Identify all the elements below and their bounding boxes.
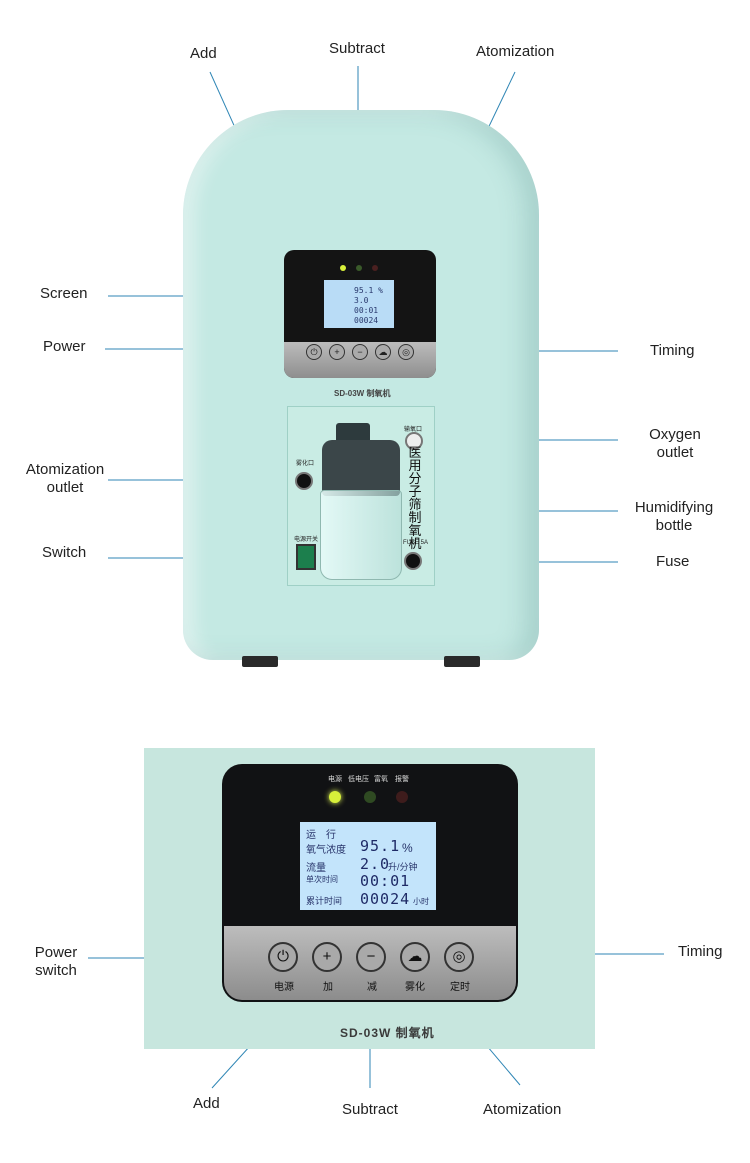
fuse[interactable] [404, 552, 422, 570]
atomize-port-label: 雾化口 [296, 461, 315, 467]
humidifier-cap [322, 440, 400, 496]
label-add: Add [190, 45, 217, 62]
label-atomization-outlet: Atomization outlet [25, 461, 105, 496]
add-button-label: 加 [323, 982, 333, 993]
lcd-status: 运 行 [306, 830, 336, 841]
power-switch[interactable] [296, 544, 316, 570]
lcd-total-time-label: 累计时间 [306, 896, 343, 906]
lcd-flow-unit: 升/分钟 [388, 862, 418, 872]
lcd-small-single-time: 00:01 [354, 306, 379, 315]
subtract-button-small[interactable]: − [352, 344, 368, 360]
add-button-small[interactable]: + [329, 344, 345, 360]
screen-small: 95.1 % 3.0 00:01 00024 [324, 280, 394, 328]
label-atomization: Atomization [476, 43, 555, 60]
oxygen-outlet[interactable] [405, 432, 423, 450]
control-panel-large: 电源 低电压 富氧 报警 运 行 氧气浓度 95.1 % 流量 2.0 升/分钟… [222, 764, 518, 1002]
subtract-button-label: 减 [367, 982, 377, 993]
power-led [340, 265, 346, 271]
timing-button[interactable]: ◎ [444, 942, 474, 972]
lcd-small-total-time: 00024 [354, 316, 379, 325]
label-subtract: Subtract [329, 40, 385, 57]
indicator-power-label: 电源 [328, 776, 342, 783]
lcd-concentration-value: 95.1 [360, 837, 401, 855]
label-fuse: Fuse [656, 553, 690, 570]
subtract-button[interactable]: − [356, 942, 386, 972]
label-power: Power [43, 338, 86, 355]
lcd-small-concentration: 95.1 % [354, 286, 383, 295]
fuse-label: FUSE 5A [403, 540, 429, 546]
label-screen: Screen [40, 285, 88, 302]
label-timing-bottom: Timing [678, 943, 723, 960]
model-label-large: SD-03W 制氧机 [340, 1026, 435, 1040]
label-timing: Timing [650, 342, 695, 359]
lcd-concentration-label: 氧气浓度 [306, 845, 346, 856]
oxygen-port-label: 输氧口 [404, 427, 423, 433]
lcd-small-flow: 3.0 [354, 296, 369, 305]
label-oxygen-outlet: Oxygen outlet [649, 426, 701, 461]
lcd-flow-value: 2.0 [360, 855, 391, 873]
label-add-bottom: Add [193, 1095, 220, 1112]
atomization-outlet[interactable] [295, 472, 313, 490]
add-button[interactable]: + [312, 942, 342, 972]
atomization-button-small[interactable]: ☁ [375, 344, 391, 360]
label-switch: Switch [42, 544, 87, 561]
low-voltage-led [356, 265, 362, 271]
power-switch-label: 电源开关 [294, 537, 319, 543]
label-atomization-bottom: Atomization [483, 1101, 562, 1118]
timing-button-small[interactable]: ◎ [398, 344, 414, 360]
power-button-small[interactable]: ⏻ [306, 344, 322, 360]
power-led-large [329, 791, 341, 803]
lcd-flow-label: 流量 [306, 863, 326, 874]
lcd-concentration-unit: % [402, 841, 413, 855]
power-button[interactable]: ⏻ [268, 942, 298, 972]
humidifier-lid [336, 423, 370, 443]
device-foot-right [444, 656, 480, 667]
indicator-low-voltage-label: 低电压 [348, 776, 369, 783]
label-power-switch: Power switch [34, 944, 78, 979]
lcd-single-time-value: 00:01 [360, 872, 411, 890]
model-label-small: SD-03W 制氧机 [334, 389, 391, 398]
indicator-oxygen-rich-label: 富氧 [374, 776, 388, 783]
humidifying-bottle[interactable] [320, 490, 402, 580]
lcd-single-time-label: 单次时间 [306, 875, 338, 884]
atomization-button-label: 雾化 [405, 982, 425, 993]
atomization-button[interactable]: ☁ [400, 942, 430, 972]
power-button-label: 电源 [274, 982, 294, 993]
side-vertical-text: 医用分子筛制氧机 [408, 445, 422, 551]
lcd-screen: 运 行 氧气浓度 95.1 % 流量 2.0 升/分钟 单次时间 00:01 累… [300, 822, 436, 910]
lcd-total-time-value: 00024 [360, 890, 411, 908]
label-humidifying-bottle: Humidifying bottle [634, 499, 714, 534]
device-foot-left [242, 656, 278, 667]
lcd-total-time-unit: 小时 [413, 897, 429, 906]
indicator-alarm-label: 报警 [395, 776, 409, 783]
timing-button-label: 定时 [450, 982, 470, 993]
oxygen-rich-led-large [364, 791, 376, 803]
alarm-led-large [396, 791, 408, 803]
label-subtract-bottom: Subtract [342, 1101, 398, 1118]
alarm-led [372, 265, 378, 271]
control-panel-small: 95.1 % 3.0 00:01 00024 ⏻ + − ☁ ◎ [284, 250, 436, 378]
